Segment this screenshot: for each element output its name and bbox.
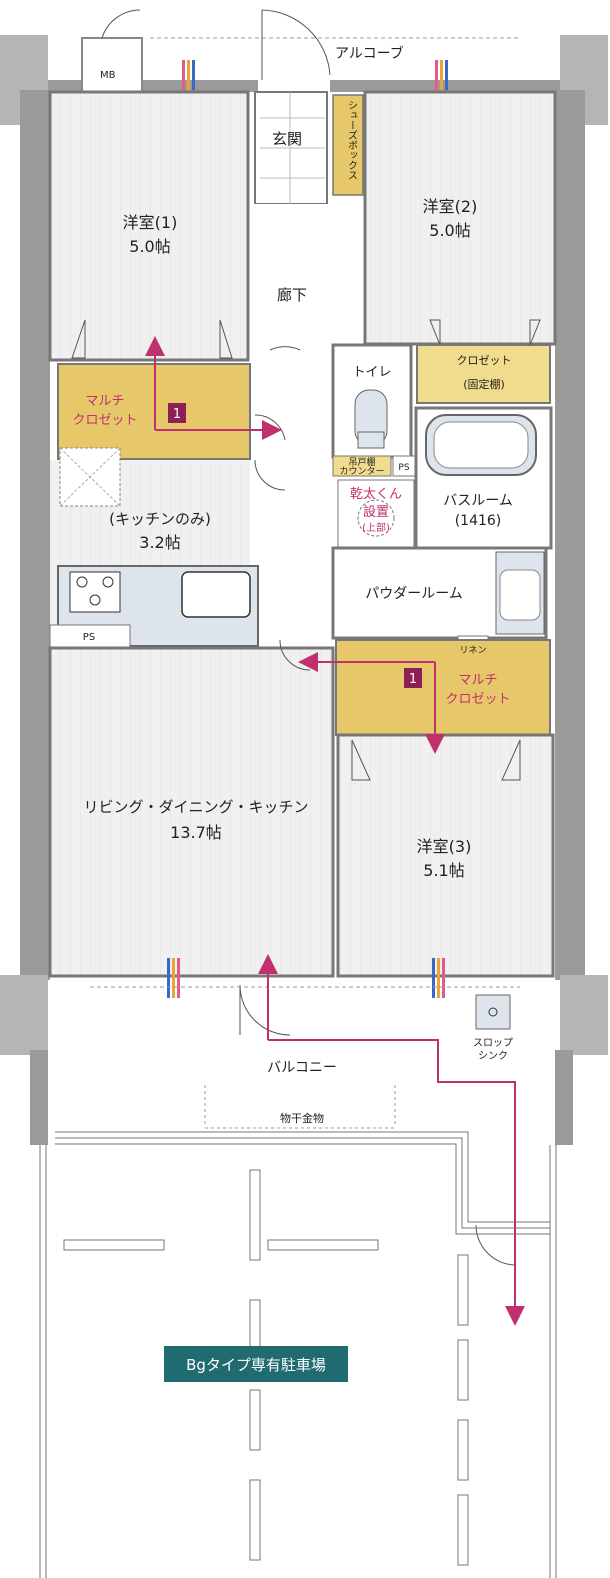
room1-name: 洋室(1): [123, 213, 178, 232]
ldk-size: 13.7帖: [170, 823, 222, 842]
balcony-label: バルコニー: [267, 1060, 337, 1076]
ldk-name: リビング・ダイニング・キッチン: [83, 798, 308, 816]
ldk-room: [48, 646, 335, 978]
multi-closet-left-2: クロゼット: [72, 413, 137, 428]
room-3: [336, 733, 555, 978]
toilet-label: トイレ: [352, 365, 391, 380]
room3-size: 5.1帖: [423, 861, 464, 880]
dryer-label-3: (上部): [362, 521, 390, 534]
badge-left-text: 1: [173, 407, 181, 422]
kitchen-size-label: 3.2帖: [139, 533, 180, 552]
parking-box: [164, 1346, 348, 1382]
linen-label: リネン: [459, 645, 486, 656]
dryer-label-1: 乾太くん: [350, 487, 402, 502]
alcove-label: アルコーブ: [335, 45, 404, 62]
slop-sink-label-2: シンク: [478, 1050, 508, 1062]
shoebox-label: シューズボックス: [346, 100, 358, 180]
badge-left: [168, 403, 186, 423]
hallway-label: 廊下: [277, 286, 307, 304]
powder-room-label: パウダールーム: [365, 586, 463, 602]
multi-closet-right-1: マルチ: [458, 673, 497, 688]
badge-right-text: 1: [409, 672, 417, 687]
dryer-label-2: 設置: [363, 504, 389, 520]
fixtures: [354, 389, 545, 1030]
closet-label: クロゼット: [457, 354, 512, 367]
hanging-shelf-label-2: カウンター: [339, 466, 384, 477]
room-2: [363, 90, 557, 346]
mb-label: MB: [100, 70, 116, 81]
hanging-shelf-label-1: 吊戸棚: [348, 456, 375, 468]
doors: [71, 9, 541, 1266]
closet-fixed-label: (固定棚): [463, 377, 505, 391]
route-arrows: [145, 336, 525, 1326]
ps-label-small: PS: [398, 463, 409, 473]
bathroom-size: (1416): [455, 513, 502, 529]
multi-closet-left-1: マルチ: [85, 394, 124, 409]
window-markers: [167, 60, 448, 998]
drying-rack-label: 物干金物: [280, 1111, 324, 1125]
entrance-label: 玄関: [272, 130, 302, 148]
badge-right: [404, 668, 422, 688]
hanging-shelf: [332, 455, 392, 477]
multi-closet-right: [335, 639, 551, 736]
slop-sink-label-1: スロップ: [473, 1037, 513, 1049]
dryer-area: [337, 479, 415, 549]
room3-name: 洋室(3): [417, 837, 472, 856]
closet-fixed: [416, 344, 551, 404]
rooms: [48, 90, 557, 978]
room2-size: 5.0帖: [429, 221, 470, 240]
kitchen-only-label: (キッチンのみ): [109, 510, 211, 528]
parking-label: Bgタイプ専有駐車場: [186, 1356, 326, 1374]
bathroom-label: バスルーム: [443, 493, 513, 509]
kitchen-ps-label: PS: [83, 632, 95, 643]
room1-size: 5.0帖: [129, 237, 170, 256]
room-1: [48, 90, 250, 362]
shoe-box: [332, 94, 364, 196]
multi-closet-right-2: クロゼット: [445, 692, 510, 707]
room2-name: 洋室(2): [423, 197, 478, 216]
labels: MB アルコーブ 玄関 シューズボックス 洋室(1) 5.0帖 洋室(2) 5.…: [72, 45, 513, 1374]
